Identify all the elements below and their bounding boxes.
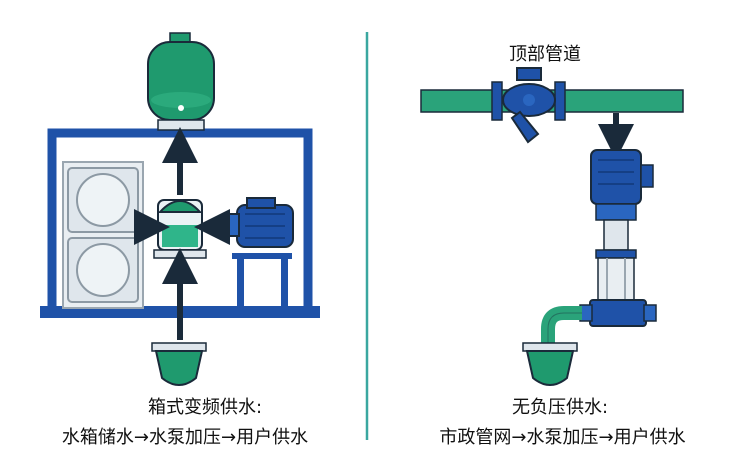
right-caption-flow: 市政管网→水泵加压→用户供水 <box>439 427 686 448</box>
flow-arrows-left <box>134 127 230 340</box>
right-caption-title: 无负压供水: <box>511 397 609 418</box>
elbow-pipe <box>541 306 582 345</box>
inlet-funnel-left <box>151 342 207 386</box>
left-panel <box>40 32 320 386</box>
left-caption-flow: 水箱储水→水泵加压→用户供水 <box>61 427 309 448</box>
control-unit <box>153 199 207 259</box>
vertical-pump <box>579 149 657 327</box>
storage-tank <box>62 161 144 309</box>
left-caption-title: 箱式变频供水: <box>147 397 263 418</box>
pressure-tank <box>147 32 215 131</box>
inlet-funnel-right <box>522 342 578 386</box>
strainer-valve <box>502 67 556 144</box>
top-pipe-label: 顶部管道 <box>509 44 581 65</box>
right-panel <box>420 67 684 386</box>
motor-pump <box>224 197 294 307</box>
